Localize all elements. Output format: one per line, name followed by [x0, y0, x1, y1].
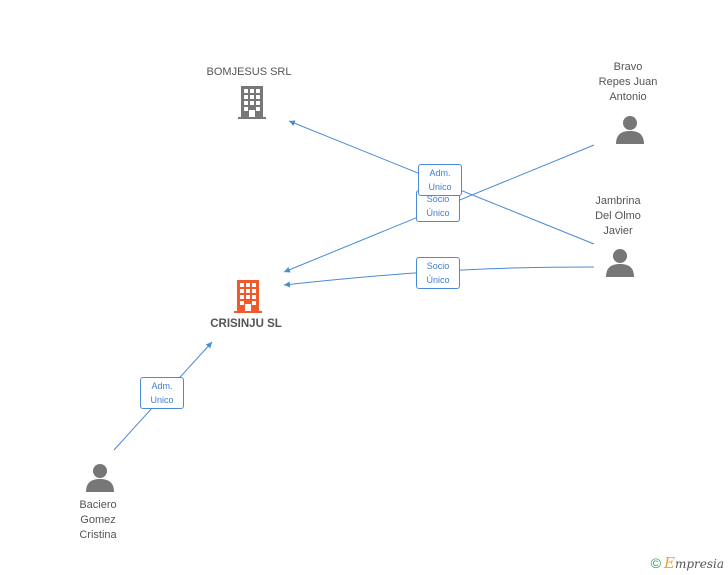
empresia-logo: Empresia	[663, 554, 724, 572]
person-label-line: Cristina	[79, 529, 117, 541]
person-label-line: Del Olmo	[595, 210, 641, 222]
empresia-watermark: ©Empresia	[651, 554, 724, 572]
brand-rest: mpresia	[674, 557, 724, 571]
person-label-bravo[interactable]: Bravo Repes Juan Antonio	[588, 60, 668, 105]
badge-line: Adm.	[429, 168, 451, 178]
company-label-bomjesus[interactable]: BOMJESUS SRL	[206, 66, 292, 78]
badge-line: Socio	[426, 194, 450, 204]
badge-line: Unico	[150, 395, 174, 405]
person-label-jambrina[interactable]: Jambrina Del Olmo Javier	[578, 194, 658, 239]
person-label-line: Baciero	[79, 499, 117, 511]
person-label-line: Javier	[603, 225, 633, 237]
badge-line: Adm.	[151, 381, 173, 391]
person-label-line: Jambrina	[595, 195, 641, 207]
copyright-symbol: ©	[650, 555, 661, 571]
person-icon[interactable]	[85, 463, 115, 493]
person-label-line: Antonio	[609, 91, 647, 103]
edge-badge-jambrina-bomjesus[interactable]: Adm. Unico	[418, 164, 462, 196]
edge-jambrina-crisinju	[283, 266, 595, 288]
person-label-baciero[interactable]: Baciero Gomez Cristina	[58, 498, 138, 543]
person-icon[interactable]	[605, 248, 635, 278]
badge-line: Unico	[428, 182, 452, 192]
edge-badge-baciero-crisinju[interactable]: Adm. Unico	[140, 377, 184, 409]
building-icon[interactable]	[236, 85, 268, 119]
edge-badge-jambrina-crisinju[interactable]: Socio Único	[416, 257, 460, 289]
person-label-line: Bravo	[613, 61, 643, 73]
badge-line: Socio	[426, 261, 450, 271]
person-label-line: Repes Juan	[598, 76, 658, 88]
person-label-line: Gomez	[80, 514, 116, 526]
badge-line: Único	[426, 208, 450, 218]
company-label-crisinju[interactable]: CRISINJU SL	[210, 318, 282, 330]
building-main-icon[interactable]	[232, 279, 264, 313]
brand-initial: E	[663, 554, 675, 572]
person-icon[interactable]	[615, 115, 645, 145]
badge-line: Único	[426, 275, 450, 285]
